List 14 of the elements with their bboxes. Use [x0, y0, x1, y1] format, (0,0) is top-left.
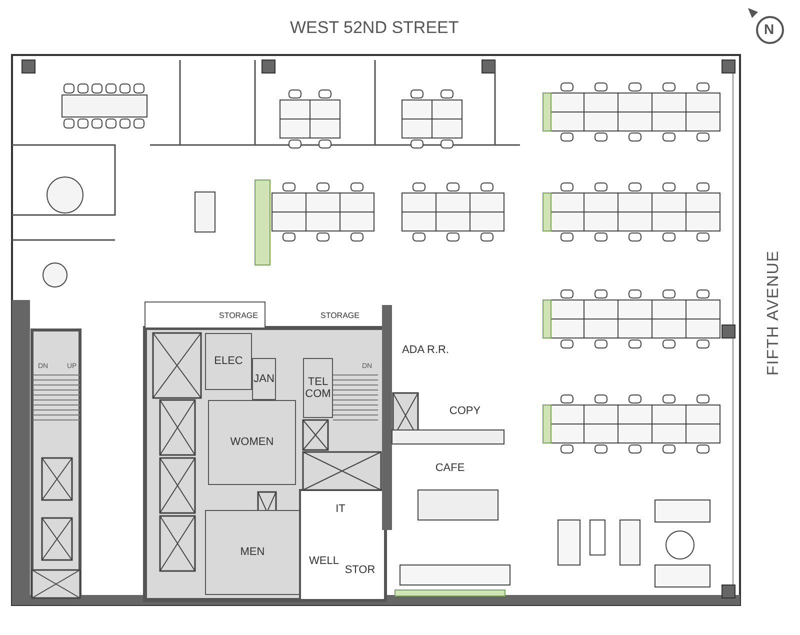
room-label: IT: [303, 493, 378, 525]
room-label: ELEC: [205, 333, 252, 390]
room-label: JAN: [252, 358, 276, 400]
room-label: MEN: [205, 510, 300, 595]
room-label: CAFE: [395, 448, 505, 488]
room-label: ADA R.R.: [393, 305, 458, 395]
room-label: STORAGE: [207, 305, 270, 327]
room-label: STORAGE: [300, 305, 380, 327]
street-name: WEST 52ND STREET: [290, 18, 459, 38]
room-label: TEL COM: [303, 358, 333, 418]
room-label: WOMEN: [208, 400, 296, 485]
room-label: COPY: [420, 395, 510, 427]
street-name: FIFTH AVENUE: [765, 250, 783, 376]
compass-letter: N: [764, 21, 774, 37]
